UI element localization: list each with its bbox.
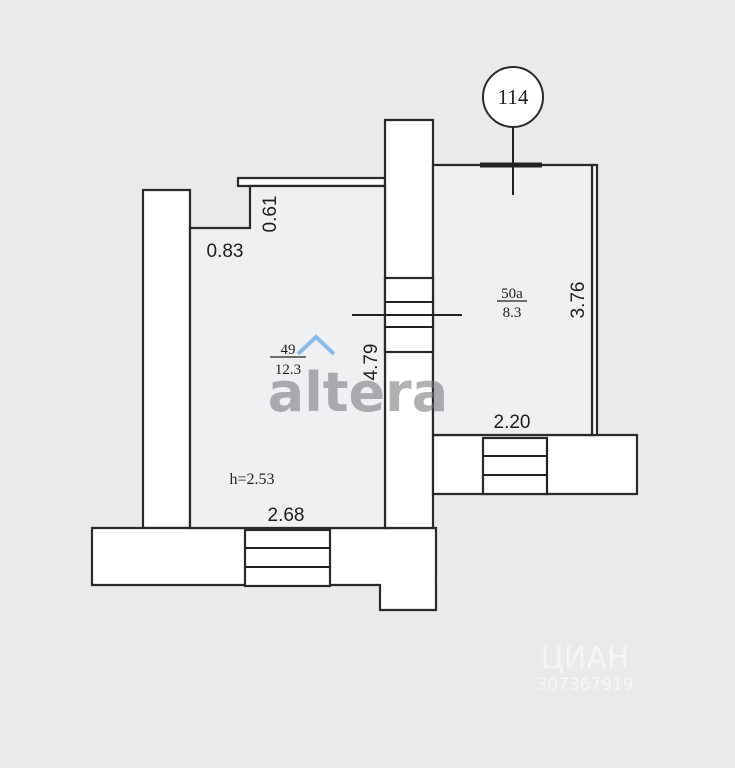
stairs-right	[481, 436, 549, 496]
altera-watermark-text: altera	[268, 361, 448, 424]
dim-room50a-width: 2.20	[494, 412, 531, 433]
room-49-area: 12.3	[275, 362, 301, 378]
listing-watermark: ЦИАН 307367919	[536, 641, 633, 695]
room-50a-label: 50a 8.3	[497, 286, 527, 321]
stairs-bottom-left	[243, 528, 332, 588]
listing-watermark-name: ЦИАН	[541, 641, 630, 676]
room-49-height: h=2.53	[229, 471, 274, 488]
room-50a-area: 8.3	[503, 305, 522, 321]
room-marker-number: 114	[498, 85, 529, 109]
room-49-number: 49	[281, 342, 296, 358]
dim-notch-width: 0.83	[207, 241, 244, 262]
altera-watermark: altera	[268, 334, 448, 424]
left-wall	[141, 188, 192, 530]
room-50a-number: 50a	[501, 286, 523, 302]
room-49-label: 49 12.3 h=2.53	[229, 342, 306, 488]
dim-room49-width: 2.68	[268, 505, 305, 526]
dim-room50a-length: 3.76	[568, 282, 589, 319]
house-roof-icon	[296, 334, 336, 356]
room-marker: 114	[480, 66, 544, 195]
top-ledge	[236, 176, 387, 188]
listing-watermark-id: 307367919	[536, 675, 633, 695]
dim-notch-depth: 0.61	[260, 196, 281, 233]
dim-room49-length: 4.79	[361, 344, 382, 381]
stairs-central	[352, 276, 462, 354]
